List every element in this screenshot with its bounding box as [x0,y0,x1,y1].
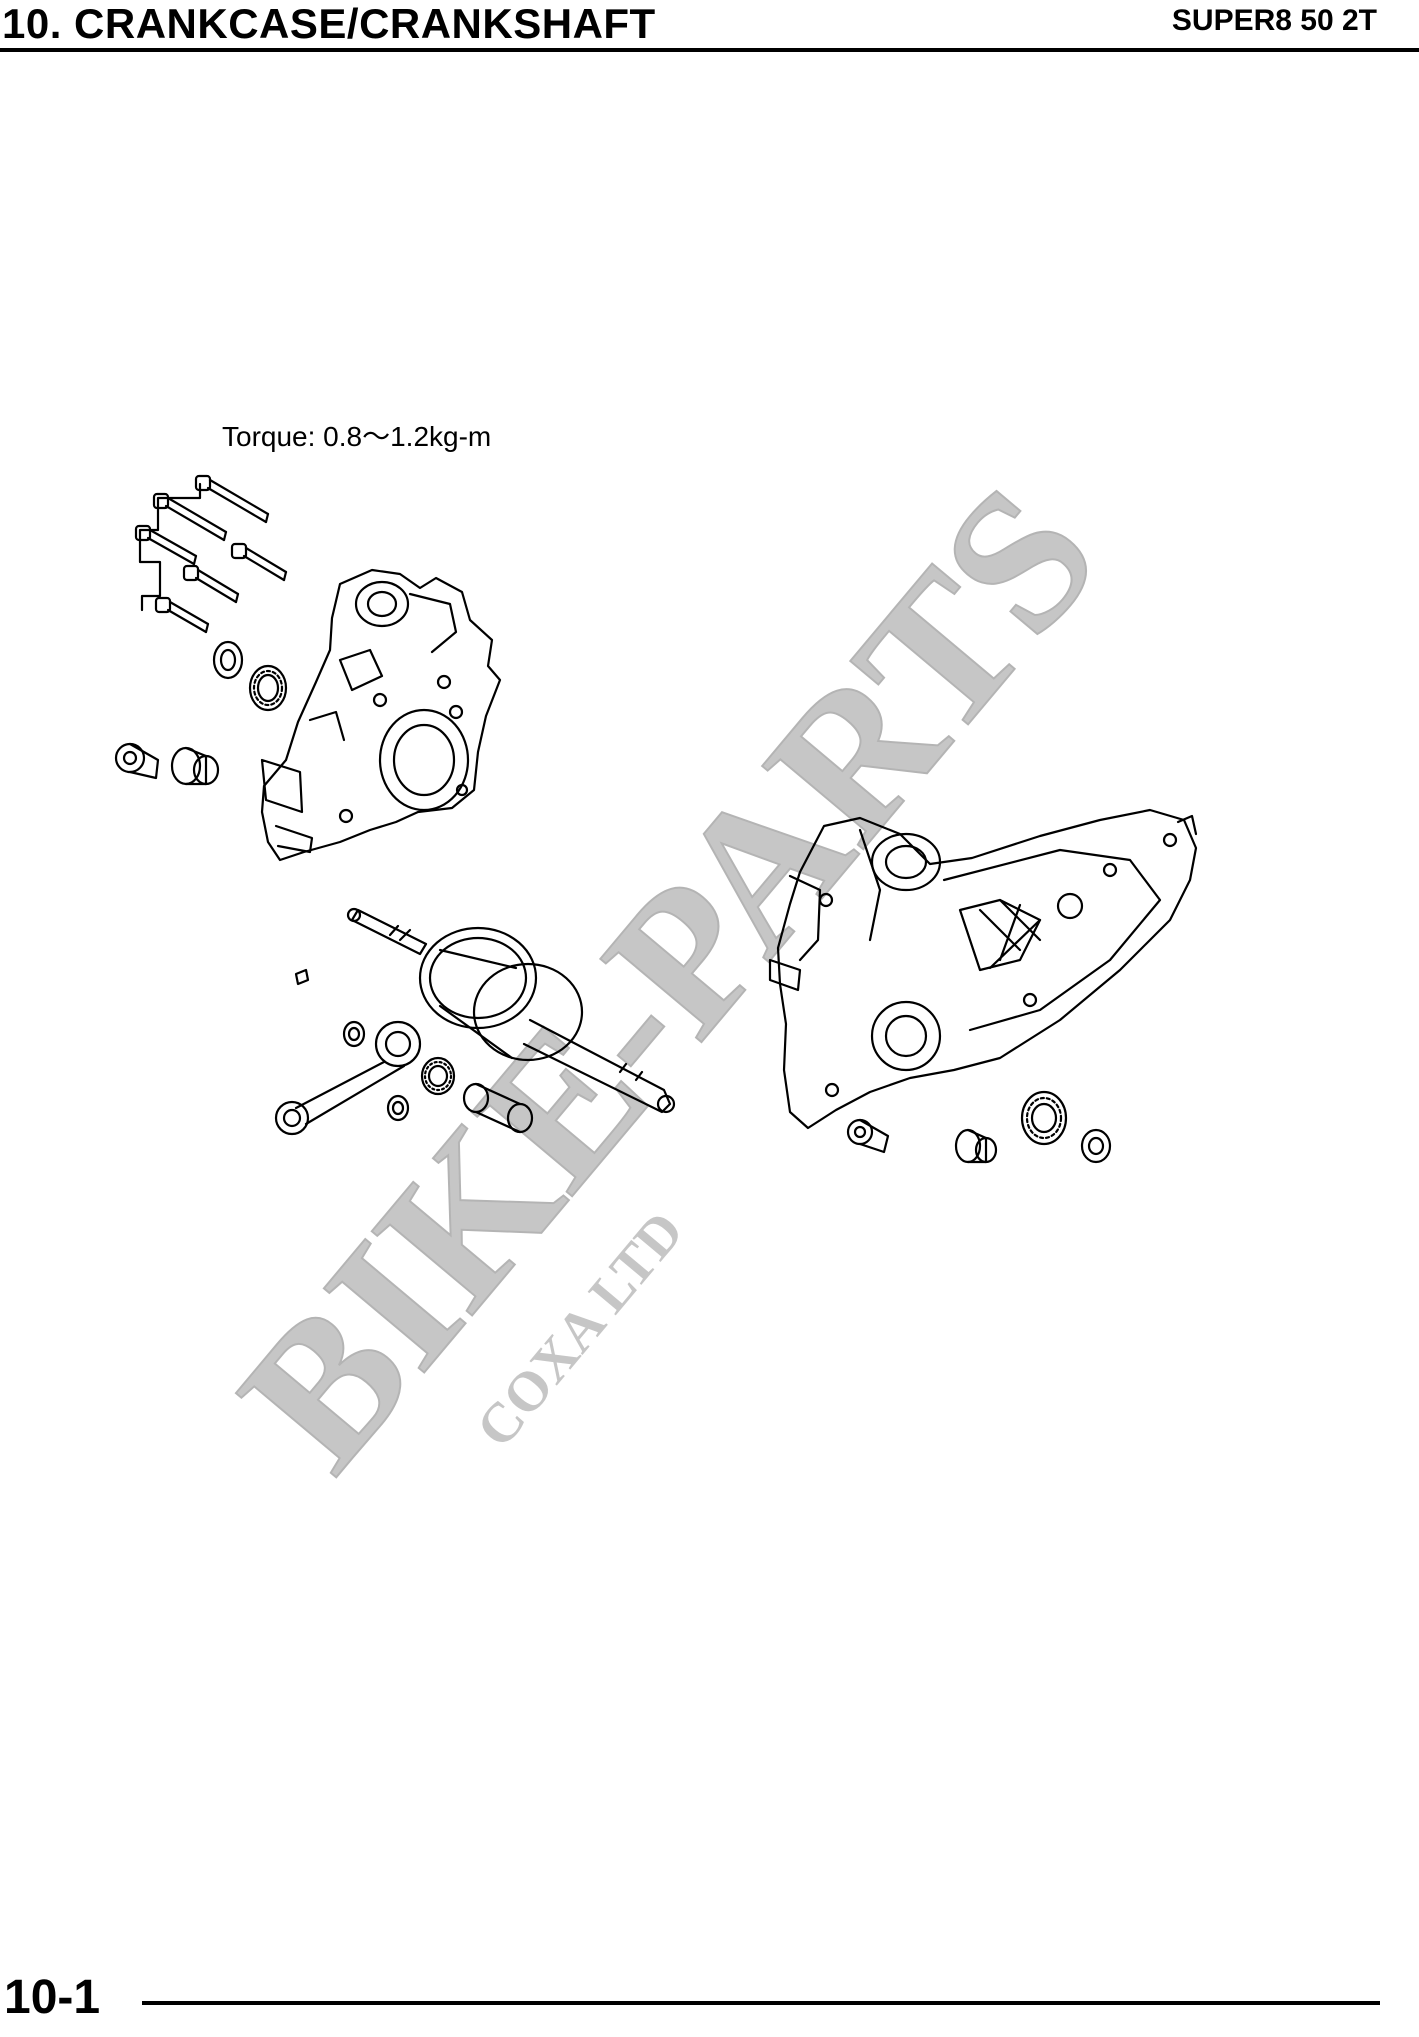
section-title: 10. CRANKCASE/CRANKSHAFT [2,0,656,47]
bolt [230,542,288,582]
page-header: 10. CRANKCASE/CRANKSHAFT SUPER8 50 2T [0,0,1419,56]
crankcase-bolts [134,474,288,634]
dowel-collar [114,742,160,780]
footer-rule [142,2001,1380,2005]
header-rule [0,48,1419,52]
torque-note: Torque: 0.8～1.2kg-m [222,421,492,452]
bolt [194,474,270,524]
bearing-left [248,664,288,712]
oil-seal-left [212,640,244,680]
thrust-washer [342,1020,366,1048]
woodruff-key [294,968,310,986]
connecting-rod [274,1020,422,1136]
bearing-right [1020,1090,1068,1146]
bolt [182,564,240,604]
model-name: SUPER8 50 2T [1171,4,1377,37]
bushing-left [170,746,220,786]
thrust-washer [386,1094,410,1122]
crankshaft [346,907,676,1114]
left-crankcase [260,568,502,862]
crank-pin [462,1082,534,1134]
bushing-right [954,1128,998,1164]
bolt [154,596,210,634]
page-footer: 10-1 [0,1968,1419,2037]
right-crankcase [768,808,1198,1130]
page-number: 10-1 [4,1971,101,2024]
oil-seal-right [1080,1128,1112,1164]
dowel-collar-right [846,1118,890,1154]
bolt [134,524,198,566]
bolt [152,492,228,542]
needle-bearing [420,1056,456,1096]
